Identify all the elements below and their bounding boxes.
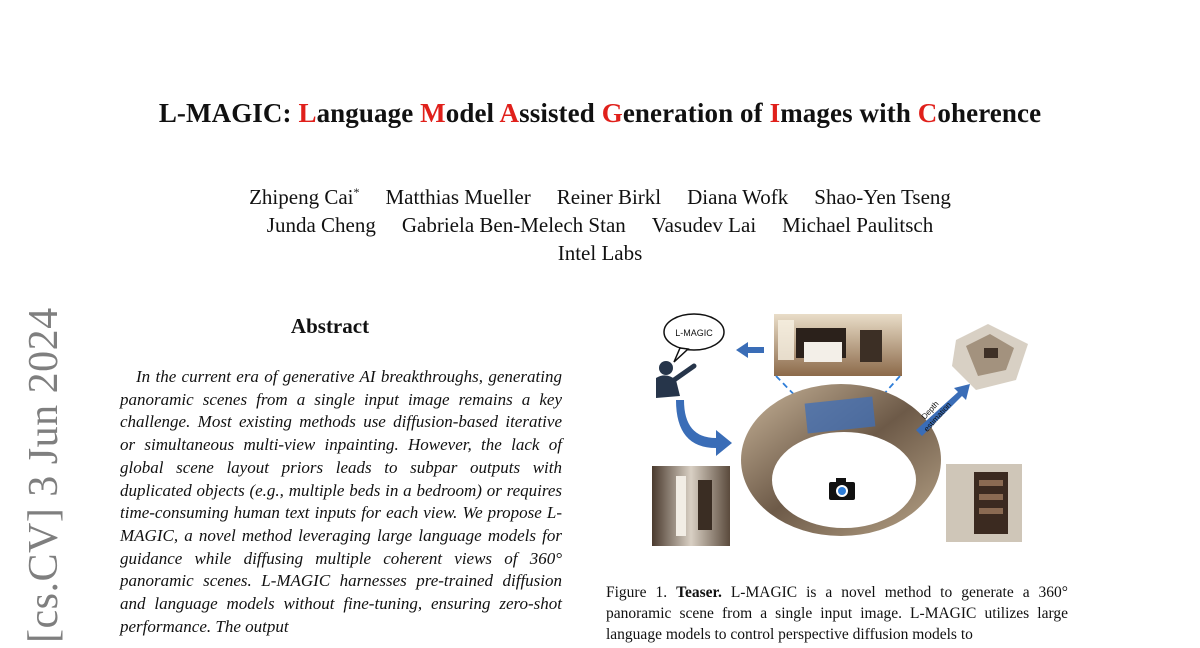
title-part: anguage (316, 98, 421, 128)
author-mark: * (353, 185, 360, 199)
author-name: Gabriela Ben-Melech Stan (401, 213, 626, 237)
affiliation: Intel Labs (557, 241, 643, 265)
teaser-figure: L-MAGIC Depth estimation (652, 313, 1028, 546)
title-part: odel (445, 98, 500, 128)
user-with-speech-bubble-icon: L-MAGIC (656, 313, 725, 398)
title-part: C (917, 98, 938, 128)
title-part: eneration of (622, 98, 770, 128)
title-part: L-MAGIC: (158, 98, 299, 128)
author-name: Reiner Birkl (556, 185, 662, 209)
abstract-heading: Abstract (290, 314, 370, 338)
author-name: Junda Cheng (266, 213, 376, 237)
author-name: Michael Paulitsch (782, 213, 934, 237)
bedroom-image (774, 314, 902, 376)
author-name: Diana Wofk (687, 185, 789, 209)
authors-row-1: Zhipeng Cai* Matthias Mueller Reiner Birkl… (0, 178, 1200, 211)
caption-text: L-MAGIC is a novel method to generate a … (606, 584, 1068, 643)
title-part: L (298, 98, 317, 128)
arrow-curved-icon (676, 400, 732, 456)
author-name: Zhipeng Cai* (249, 185, 360, 209)
3d-reconstruction-image (952, 324, 1028, 390)
arxiv-stamp: [cs.CV] 3 Jun 2024 (21, 307, 67, 643)
panorama-sphere (741, 384, 941, 536)
title-part: oherence (937, 98, 1042, 128)
authors-row-2: Junda Cheng Gabriela Ben-Melech Stan Vasud… (0, 211, 1200, 239)
figure-caption: Figure 1. Teaser. L-MAGIC is a novel met… (606, 582, 1068, 645)
flow-arrows (676, 342, 970, 456)
author-name: Shao-Yen Tseng (814, 185, 951, 209)
title-part: mages with (780, 98, 918, 128)
title-part: A (499, 98, 520, 128)
camera-icon (829, 478, 855, 500)
author-block: Zhipeng Cai* Matthias Mueller Reiner Birkl… (0, 178, 1200, 267)
title-part: I (769, 98, 781, 128)
title-part: ssisted (519, 98, 602, 128)
abstract-text: In the current era of generative AI brea… (120, 367, 562, 636)
bookshelf-image (946, 464, 1022, 542)
arrow-depth-icon (916, 384, 970, 436)
caption-bold: Teaser. (676, 584, 722, 601)
arrow-left-icon (736, 342, 764, 358)
author-name: Vasudev Lai (651, 213, 757, 237)
caption-prefix: Figure 1. (606, 584, 668, 601)
paper-title: L-MAGIC: Language Model Assisted Generat… (0, 98, 1200, 129)
svg-text:L-MAGIC: L-MAGIC (675, 328, 713, 338)
title-part: G (601, 98, 623, 128)
author-name: Matthias Mueller (385, 185, 531, 209)
hallway-image (652, 466, 730, 546)
title-part: M (420, 98, 446, 128)
